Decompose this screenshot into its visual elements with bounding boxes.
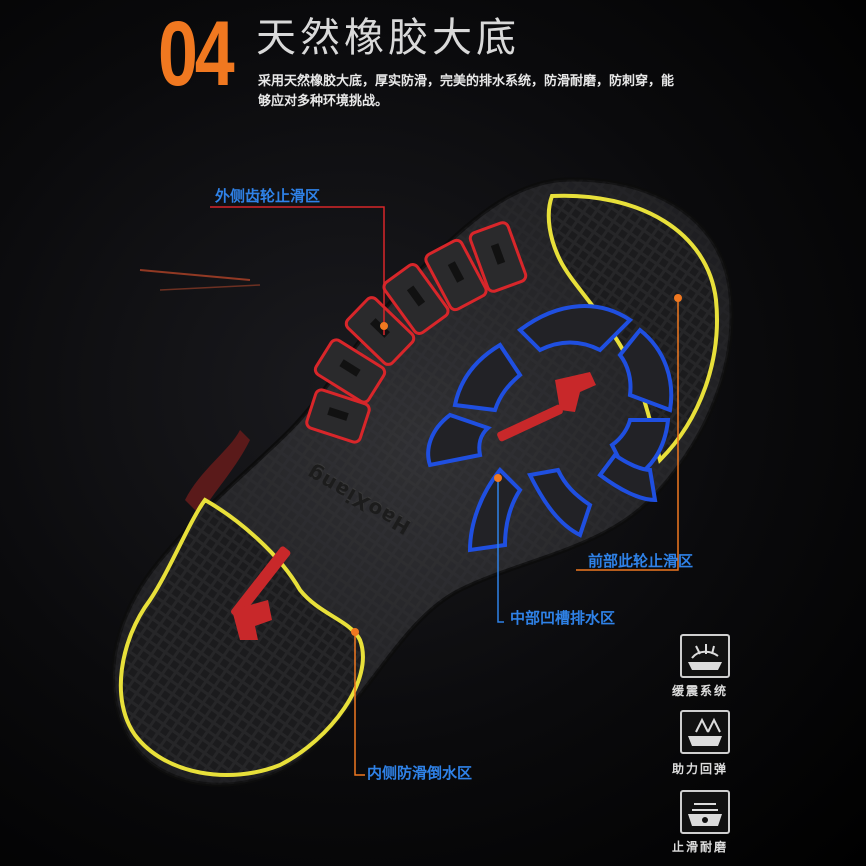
hammer-emblem — [497, 372, 596, 442]
section-title: 天然橡胶大底 — [256, 15, 520, 61]
wear-resist-icon — [680, 790, 730, 834]
lug-tread-marks — [327, 243, 506, 421]
shoe-upper-edge — [185, 430, 250, 515]
feature-label-wear-resist: 止滑耐磨 — [672, 840, 729, 854]
leader-dots — [351, 294, 682, 636]
leader-lines — [210, 206, 679, 776]
feature-label-rebound: 助力回弹 — [672, 762, 729, 776]
zone-label-inner-water: 内侧防滑倒水区 — [367, 764, 473, 782]
rebound-icon — [680, 710, 730, 754]
cushion-icon — [680, 634, 730, 678]
light-streak — [159, 284, 261, 291]
feature-label-cushion: 缓震系统 — [672, 684, 729, 698]
zone-label-outer-gear: 外侧齿轮止滑区 — [215, 187, 321, 205]
wrench-emblem — [231, 546, 291, 640]
mid-drain-pads — [426, 304, 674, 553]
zone-label-mid-drain: 中部凹槽排水区 — [510, 609, 616, 627]
zone-label-front-stop: 前部此轮止滑区 — [588, 552, 694, 570]
light-streak — [139, 269, 251, 281]
section-description: 采用天然橡胶大底，厚实防滑，完美的排水系统，防滑耐磨，防刺穿，能够应对多种环境挑… — [258, 74, 675, 109]
section-number: 04 — [158, 3, 235, 105]
